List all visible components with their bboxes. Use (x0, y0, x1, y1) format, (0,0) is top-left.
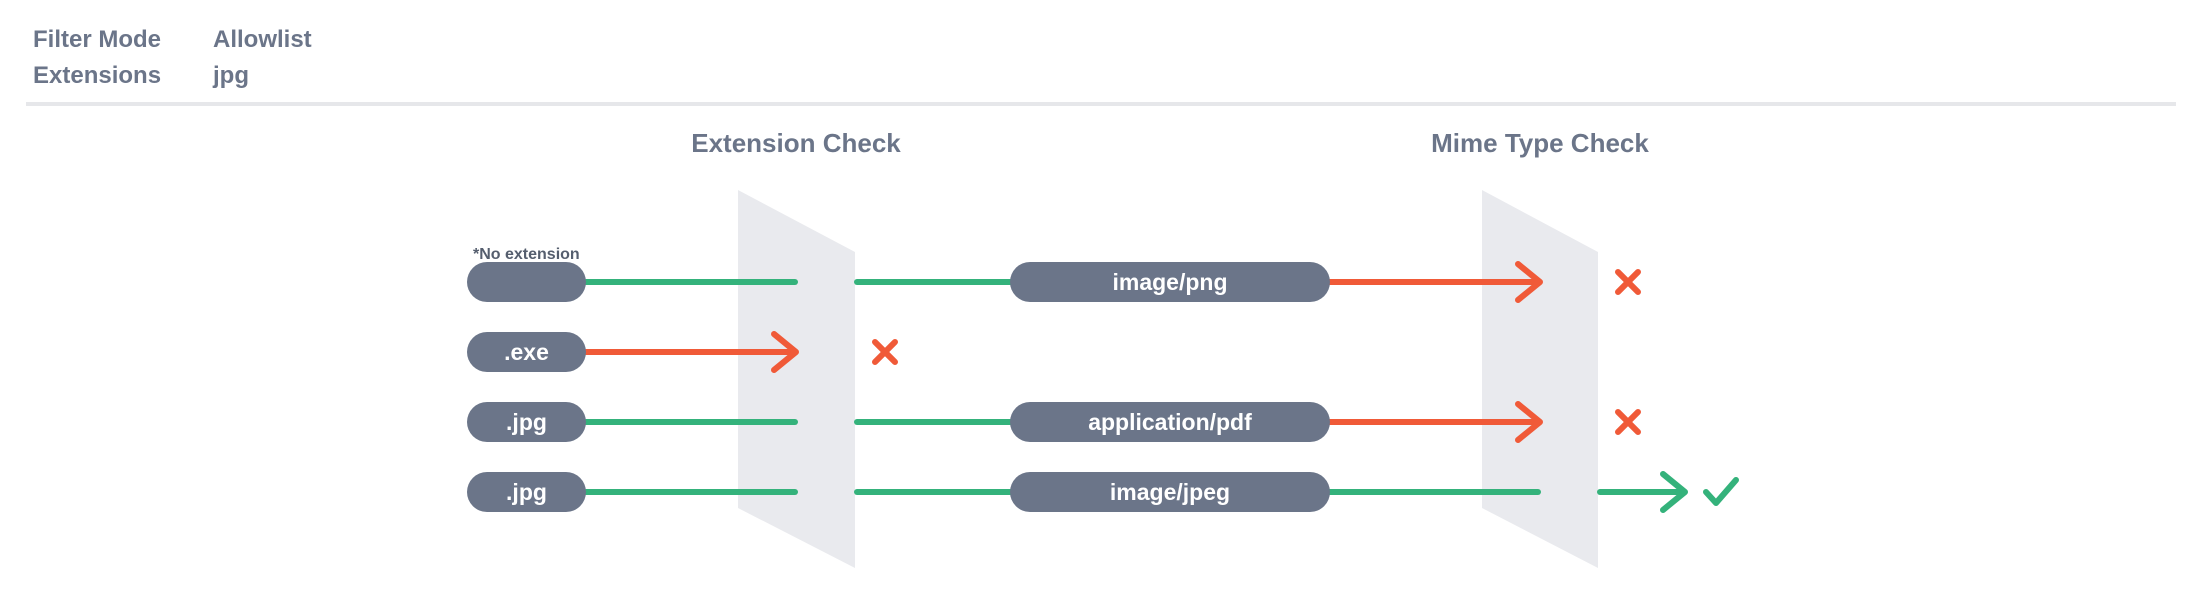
divider (26, 102, 2176, 106)
filter-mode-row: Filter Mode Allowlist (33, 22, 312, 58)
row-2-extension-pill-label: .exe (504, 339, 549, 365)
row-2-extension-fail-icon (872, 339, 898, 365)
extension-filter-gate (738, 190, 855, 568)
no-extension-note: *No extension (473, 246, 580, 263)
row-4-extension-pill-label: .jpg (506, 479, 547, 505)
filter-config: Filter Mode Allowlist Extensions jpg (33, 22, 312, 94)
row-3-mime-fail-icon (1615, 409, 1641, 435)
mime-type-check-title: Mime Type Check (1431, 128, 1649, 158)
row-4-mime-pill-label: image/jpeg (1110, 479, 1230, 505)
row-3-mime-pill (1010, 402, 1330, 442)
row-3-mime-pill-label: application/pdf (1088, 409, 1252, 435)
row-1-mime-fail-icon (1615, 269, 1641, 295)
extensions-row: Extensions jpg (33, 58, 312, 94)
rows-layer: image/png .exe .jpg application/pdf .jpg imag… (467, 261, 1739, 513)
mime-filter-gate (1482, 190, 1598, 568)
extensions-value: jpg (213, 62, 249, 89)
row-3-mime-fail-arrow (1515, 401, 1543, 443)
filter-mode-label: Filter Mode (33, 26, 162, 53)
row-3-extension-pill-label: .jpg (506, 409, 547, 435)
extension-check-title: Extension Check (691, 128, 901, 158)
row-1-extension-pill (467, 262, 586, 302)
row-1-mime-fail-arrow (1515, 261, 1543, 303)
row-3-extension-pill (467, 402, 586, 442)
row-2-extension-pill (467, 332, 586, 372)
extensions-label: Extensions (33, 62, 162, 89)
row-2-extension-fail-arrow (771, 331, 799, 373)
row-4-mime-pill (1010, 472, 1330, 512)
row-4-accepted-arrow (1660, 471, 1688, 513)
row-1-mime-pill-label: image/png (1112, 269, 1227, 295)
filter-mode-value: Allowlist (213, 26, 312, 53)
row-4-accepted-check-icon (1703, 477, 1739, 506)
row-1-mime-pill (1010, 262, 1330, 302)
row-4-extension-pill (467, 472, 586, 512)
